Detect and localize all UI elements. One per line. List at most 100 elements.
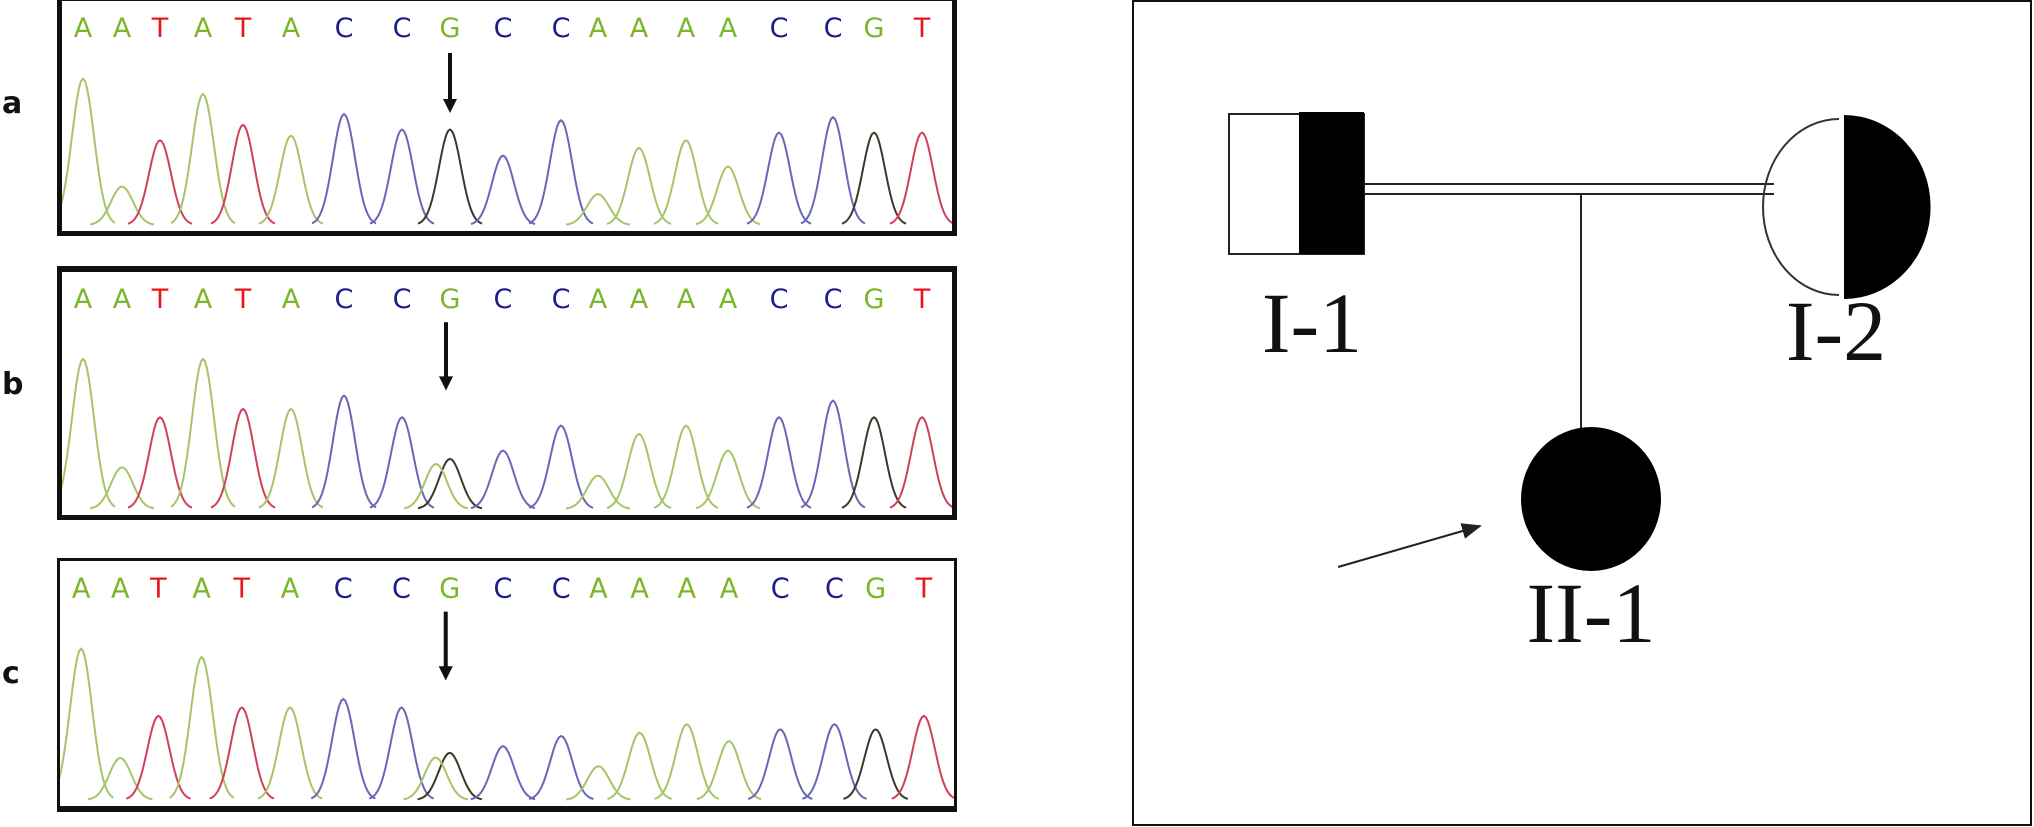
base-call-T: T: [151, 284, 169, 315]
pedigree-member-I-2-circle: [1762, 115, 1931, 299]
trace-peak-A: [258, 134, 324, 225]
trace-peak-A: [257, 706, 323, 800]
base-call-G: G: [864, 13, 885, 44]
base-call-A: A: [678, 573, 697, 604]
base-call-G: G: [440, 284, 461, 315]
base-call-C: C: [824, 13, 843, 44]
base-call-C: C: [552, 284, 571, 315]
trace-peak-T: [889, 416, 952, 509]
base-call-C: C: [552, 573, 571, 604]
base-call-A: A: [282, 284, 301, 315]
trace-peak-C: [470, 154, 536, 225]
trace-peak-T: [891, 714, 954, 800]
trace-peak-C: [800, 399, 866, 509]
trace-peak-G: [843, 728, 909, 800]
base-call-C: C: [824, 284, 843, 315]
base-call-A: A: [677, 13, 696, 44]
base-call-G: G: [439, 573, 460, 604]
trace-peak-C: [746, 131, 812, 225]
trace-peak-A: [87, 756, 153, 801]
base-call-G: G: [440, 13, 461, 44]
base-call-T: T: [151, 13, 169, 44]
base-call-A: A: [74, 284, 93, 315]
base-call-G: G: [864, 284, 885, 315]
trace-peak-A: [653, 424, 719, 509]
trace-peak-A: [606, 146, 672, 225]
trace-peak-T: [889, 131, 952, 225]
label-I-1: I-1: [1262, 275, 1362, 371]
base-call-A: A: [719, 284, 738, 315]
trace-peak-A: [565, 193, 631, 226]
trace-peak-A: [695, 449, 761, 510]
base-call-A: A: [589, 573, 608, 604]
base-call-C: C: [393, 284, 412, 315]
base-call-A: A: [194, 13, 213, 44]
base-call-A: A: [589, 13, 608, 44]
base-call-A: A: [630, 573, 649, 604]
base-call-A: A: [282, 13, 301, 44]
trace-peak-T: [210, 123, 276, 225]
pedigree-chart: I-1 I-2 II-1: [1132, 0, 2032, 826]
trace-peak-A: [653, 139, 719, 225]
base-call-T: T: [234, 13, 252, 44]
trace-peak-A: [89, 185, 155, 226]
base-call-C: C: [494, 573, 513, 604]
trace-peak-A: [62, 357, 116, 508]
base-call-C: C: [771, 573, 790, 604]
mutation-arrow-icon: [439, 322, 453, 391]
trace-peak-C: [369, 416, 435, 509]
mating-line: [1362, 183, 1774, 195]
base-call-A: A: [719, 13, 738, 44]
base-call-A: A: [111, 573, 130, 604]
base-call-A: A: [281, 573, 300, 604]
trace-peak-C: [311, 394, 377, 509]
base-call-C: C: [494, 284, 513, 315]
mutation-arrow-icon: [438, 611, 453, 681]
base-call-A: A: [192, 573, 211, 604]
base-call-C: C: [494, 13, 513, 44]
trace-peak-T: [125, 714, 191, 800]
base-call-C: C: [335, 13, 354, 44]
label-I-2: I-2: [1786, 283, 1886, 379]
base-call-A: A: [72, 573, 91, 604]
base-call-A: A: [74, 13, 93, 44]
base-call-T: T: [233, 573, 251, 604]
base-call-A: A: [720, 573, 739, 604]
trace-peak-A: [170, 92, 236, 224]
trace-peak-C: [369, 128, 435, 225]
pedigree-member-II-1-circle: [1521, 427, 1661, 571]
trace-peak-A: [607, 731, 673, 800]
pedigree-member-I-1-square: [1228, 112, 1365, 255]
trace-peak-G: [841, 416, 907, 509]
trace-peak-G: [417, 751, 483, 801]
base-call-C: C: [770, 284, 789, 315]
trace-peak-T: [127, 416, 193, 509]
base-call-C: C: [334, 573, 353, 604]
trace-peak-A: [696, 739, 762, 801]
mutation-arrow-icon: [443, 53, 457, 113]
trace-peak-A: [89, 466, 155, 510]
trace-peak-T: [127, 139, 193, 225]
trace-peak-G: [417, 457, 483, 510]
base-call-C: C: [393, 13, 412, 44]
trace-peak-C: [528, 734, 594, 800]
trace-peak-C: [801, 723, 867, 800]
trace-peak-C: [368, 706, 435, 800]
trace-peak-C: [311, 112, 377, 225]
base-call-T: T: [915, 573, 933, 604]
trace-peak-T: [209, 706, 275, 800]
base-call-C: C: [335, 284, 354, 315]
base-call-A: A: [194, 284, 213, 315]
trace-peak-G: [841, 131, 907, 225]
base-call-A: A: [630, 13, 649, 44]
panel-label-c: c: [2, 656, 20, 691]
trace-peak-C: [747, 728, 813, 800]
trace-peak-A: [403, 756, 469, 801]
trace-peak-A: [565, 474, 631, 510]
trace-peak-C: [528, 118, 594, 225]
panel-label-a: a: [2, 86, 23, 121]
base-call-C: C: [392, 573, 411, 604]
base-call-C: C: [770, 13, 789, 44]
